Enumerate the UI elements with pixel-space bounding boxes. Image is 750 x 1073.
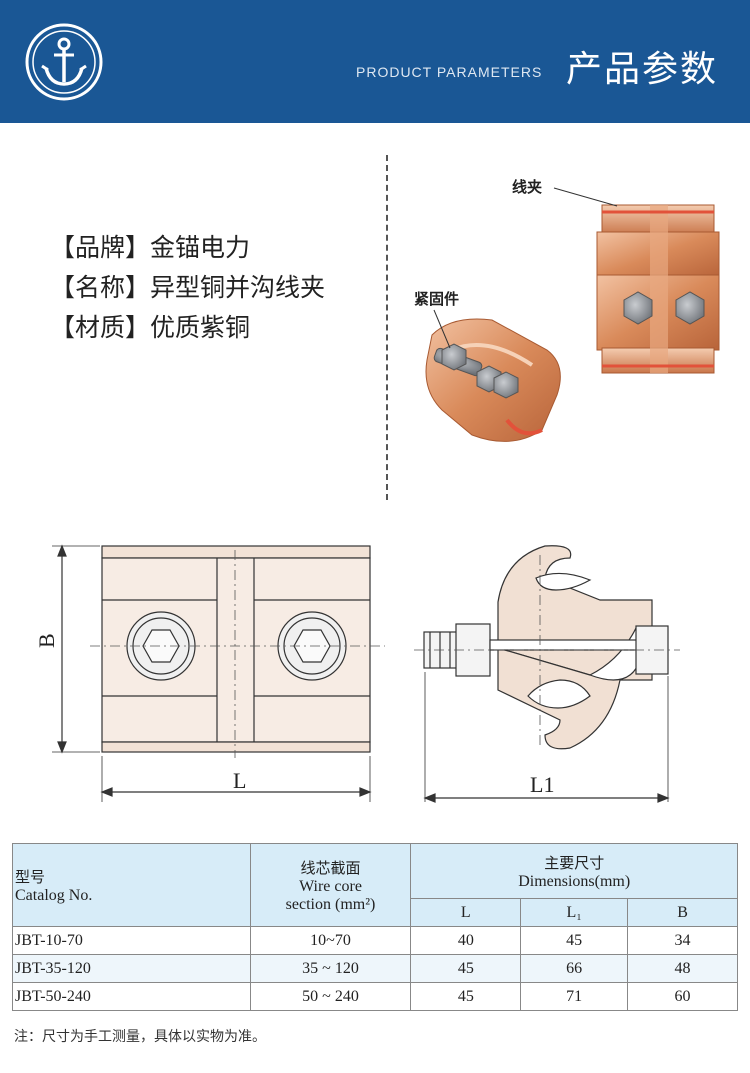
cell-L: 40	[410, 926, 522, 955]
dimension-L-label: L	[233, 768, 246, 793]
info-brand: 【品牌】金锚电力	[50, 233, 251, 262]
header-model: 型号 Catalog No.	[12, 843, 251, 927]
dimension-B-label: B	[34, 633, 59, 648]
callout-fastener: 紧固件	[414, 290, 460, 308]
header-section-en-1: Wire core	[299, 877, 362, 895]
table-row: JBT-50-240 50 ~ 240 45 71 60	[12, 982, 738, 1011]
header-dimensions-en: Dimensions(mm)	[518, 872, 631, 890]
header-section-zh: 线芯截面	[300, 858, 361, 877]
product-info: 【品牌】金锚电力 【名称】异型铜并沟线夹 【材质】优质紫铜	[50, 228, 325, 348]
anchor-logo-icon	[25, 23, 103, 101]
header-dimensions-zh: 主要尺寸	[544, 853, 605, 872]
table-row: JBT-35-120 35 ~ 120 45 66 48	[12, 954, 738, 983]
header-section-en-2: section (mm²)	[285, 895, 376, 913]
cell-B: 34	[627, 926, 738, 955]
measurement-note: 注：尺寸为手工测量，具体以实物为准。	[14, 1029, 266, 1045]
header-dimensions: 主要尺寸 Dimensions(mm)	[410, 843, 738, 899]
cell-L1: 45	[520, 926, 629, 955]
subheader-B: B	[627, 898, 738, 927]
cell-L: 45	[410, 954, 522, 983]
cell-L1: 71	[520, 982, 629, 1011]
technical-drawing: B L L1	[34, 544, 680, 803]
cell-section: 50 ~ 240	[249, 982, 412, 1011]
subheader-L: L	[410, 898, 522, 927]
cell-model: JBT-35-120	[12, 954, 251, 983]
cell-L1: 66	[520, 954, 629, 983]
cell-B: 48	[627, 954, 738, 983]
header-banner: PRODUCT PARAMETERS 产品参数	[0, 0, 750, 123]
cell-section: 35 ~ 120	[249, 954, 412, 983]
info-material: 【材质】优质紫铜	[50, 313, 251, 342]
subheader-L1: L₁	[520, 898, 629, 927]
cell-section: 10~70	[249, 926, 412, 955]
dimension-L1-label: L1	[530, 772, 554, 797]
spec-table: 型号 Catalog No. 线芯截面 Wire core section (m…	[12, 843, 738, 1011]
info-name: 【名称】异型铜并沟线夹	[50, 273, 326, 302]
cell-B: 60	[627, 982, 738, 1011]
cell-L: 45	[410, 982, 522, 1011]
table-subheader-row: L L₁ B	[13, 898, 738, 927]
header-section: 线芯截面 Wire core section (mm²)	[249, 843, 412, 927]
header-model-zh: 型号	[15, 867, 46, 886]
header-model-en: Catalog No.	[15, 886, 93, 904]
banner-title-zh: 产品参数	[566, 49, 719, 90]
table-row: JBT-10-70 10~70 40 45 34	[12, 926, 738, 955]
callout-clamp: 线夹	[512, 178, 543, 196]
cell-model: JBT-50-240	[12, 982, 251, 1011]
cell-model: JBT-10-70	[12, 926, 251, 955]
table-header-row: 型号 Catalog No. 线芯截面 Wire core section (m…	[12, 843, 738, 927]
banner-title-en: PRODUCT PARAMETERS	[356, 64, 543, 80]
dashed-divider	[386, 155, 388, 500]
product-photo	[425, 187, 720, 442]
